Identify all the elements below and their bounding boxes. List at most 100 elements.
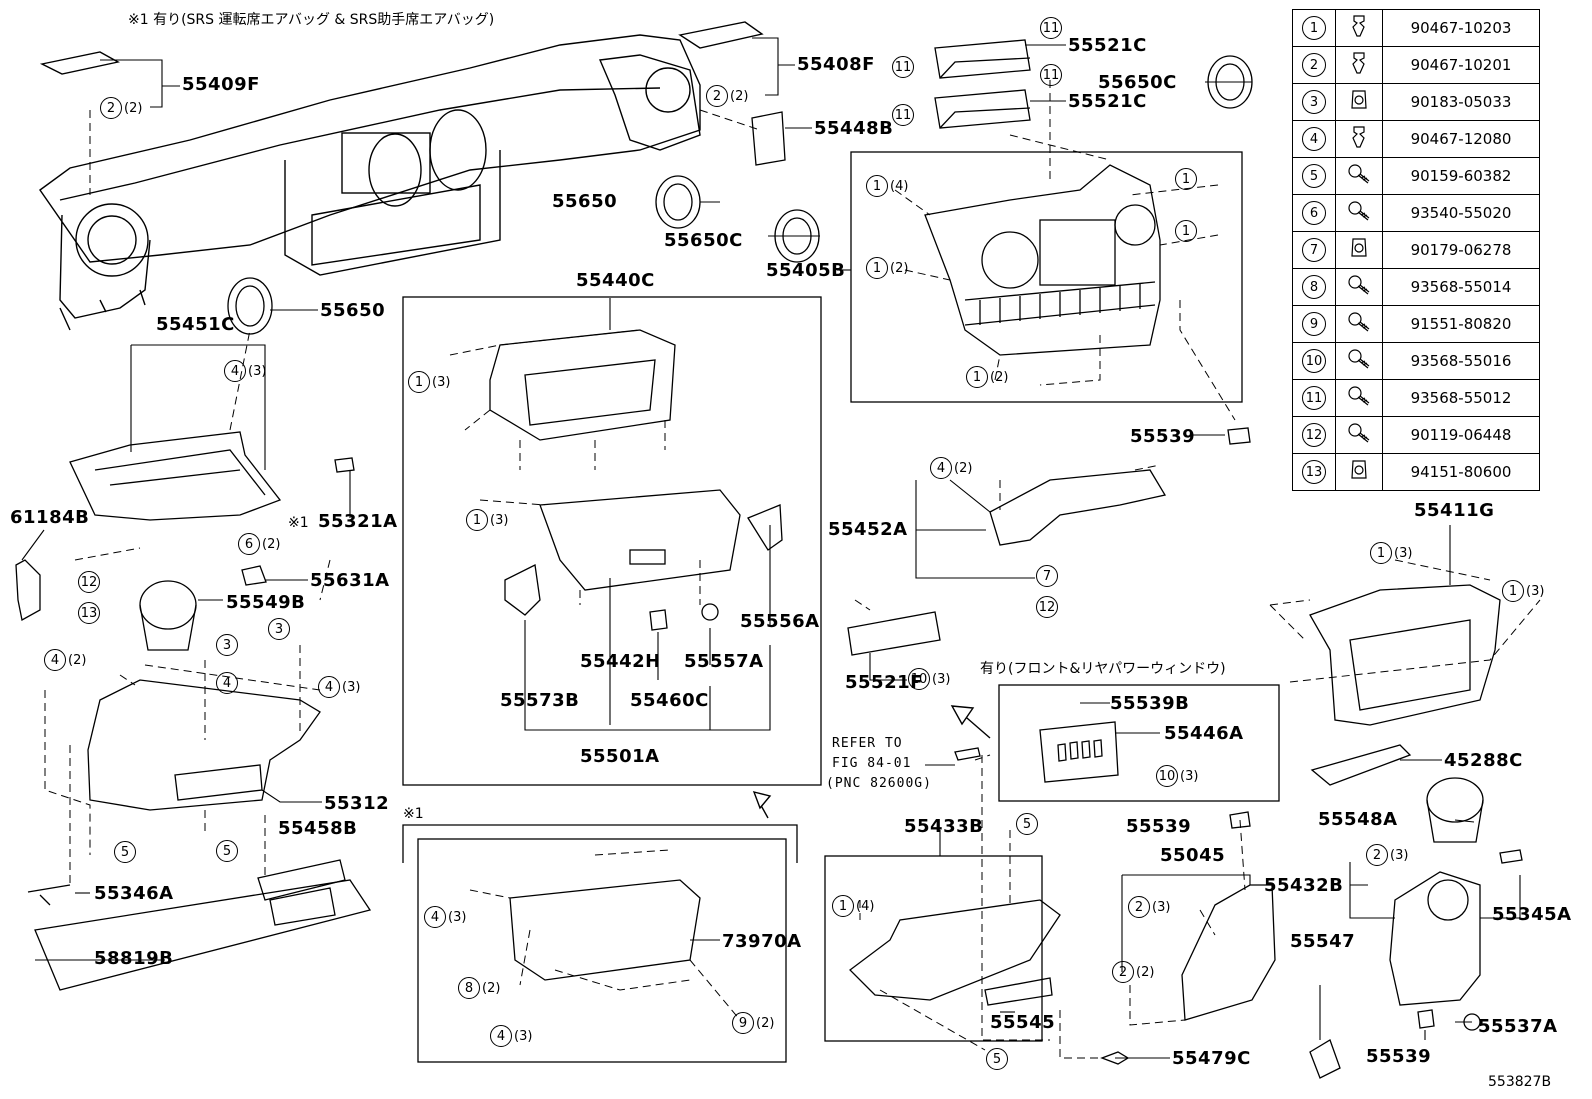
switch-55446A bbox=[1039, 721, 1119, 783]
label-55539-bottom: 55539 bbox=[1366, 1046, 1432, 1067]
legend-number: 5 bbox=[1302, 164, 1326, 188]
callout: 8(2) bbox=[458, 977, 500, 999]
callout: 5 bbox=[216, 840, 238, 862]
airbag-note: ※1 有り(SRS 運転席エアバッグ & SRS助手席エアバッグ) bbox=[128, 12, 495, 28]
nut-icon bbox=[1348, 460, 1370, 487]
label-55631A: 55631A bbox=[310, 570, 390, 591]
callout: 4(2) bbox=[930, 457, 972, 479]
legend-number: 7 bbox=[1302, 238, 1326, 262]
screw-icon bbox=[1346, 312, 1372, 338]
screw-icon bbox=[1346, 349, 1372, 375]
callout: 1(3) bbox=[466, 509, 508, 531]
bracket-55452A bbox=[989, 469, 1167, 546]
callout: 3 bbox=[216, 634, 238, 656]
legend-number: 11 bbox=[1302, 386, 1326, 410]
right-panel-55411G bbox=[1309, 584, 1501, 726]
callout: 3 bbox=[268, 618, 290, 640]
callout: 1(4) bbox=[866, 175, 908, 197]
callout: 2(2) bbox=[1112, 961, 1154, 983]
legend-part-number: 90179-06278 bbox=[1382, 231, 1540, 269]
glovebox-door bbox=[504, 489, 783, 631]
box-73970A bbox=[417, 838, 787, 1063]
diagram-id: 553827B bbox=[1488, 1074, 1552, 1090]
callout: 9(2) bbox=[732, 1012, 774, 1034]
callout: 2(2) bbox=[100, 97, 142, 119]
callout: 1(3) bbox=[1502, 580, 1544, 602]
label-55452A: 55452A bbox=[828, 519, 908, 540]
callout: 4(2) bbox=[44, 649, 86, 671]
legend-part-number: 93568-55014 bbox=[1382, 268, 1540, 306]
callout: 11 bbox=[892, 104, 914, 126]
legend-row: 5 90159-60382 bbox=[1292, 157, 1540, 195]
label-55460C: 55460C bbox=[630, 690, 709, 711]
box-55433B bbox=[824, 855, 1043, 1042]
lower-trim-55433B bbox=[849, 899, 1061, 1006]
label-55549B: 55549B bbox=[226, 592, 306, 613]
legend-part-number: 91551-80820 bbox=[1382, 305, 1540, 343]
legend-part-number: 90119-06448 bbox=[1382, 416, 1540, 454]
callout: 2(3) bbox=[1128, 896, 1170, 918]
label-73970A: 73970A bbox=[722, 931, 802, 952]
callout: 10(3) bbox=[1156, 765, 1198, 787]
legend-number: 9 bbox=[1302, 312, 1326, 336]
label-55573B: 55573B bbox=[500, 690, 580, 711]
lower-console-55451C bbox=[69, 431, 282, 521]
callout: 4(3) bbox=[318, 676, 360, 698]
legend-number: 13 bbox=[1302, 460, 1326, 484]
round-vents bbox=[139, 55, 1484, 843]
label-55448B: 55448B bbox=[814, 118, 894, 139]
label-45288C: 45288C bbox=[1444, 750, 1523, 771]
label-55539-middle: 55539 bbox=[1126, 816, 1192, 837]
screw-icon bbox=[1346, 386, 1372, 412]
legend-row: 13 94151-80600 bbox=[1292, 453, 1540, 491]
clip-icon bbox=[1348, 52, 1370, 80]
label-55650C-right: 55650C bbox=[1098, 72, 1177, 93]
label-55408F: 55408F bbox=[797, 54, 875, 75]
legend-part-number: 94151-80600 bbox=[1382, 453, 1540, 491]
legend-part-number: 93540-55020 bbox=[1382, 194, 1540, 232]
legend-number: 1 bbox=[1302, 16, 1326, 40]
screw-icon bbox=[1346, 201, 1372, 227]
label-55501A: 55501A bbox=[580, 746, 660, 767]
power-window-note: 有り(フロント&リヤパワーウィンドウ) bbox=[980, 661, 1226, 677]
callout: 10(3) bbox=[908, 668, 950, 690]
legend-part-number: 90467-10201 bbox=[1382, 46, 1540, 84]
callout: 2(2) bbox=[706, 85, 748, 107]
glovebox-upper bbox=[489, 329, 676, 441]
label-55045: 55045 bbox=[1160, 845, 1226, 866]
center-cluster bbox=[924, 164, 1161, 356]
callout: 2(3) bbox=[1366, 844, 1408, 866]
callout: 12 bbox=[78, 571, 100, 593]
callout: 11 bbox=[1040, 64, 1062, 86]
callout: 13 bbox=[78, 602, 100, 624]
screw-icon bbox=[1346, 423, 1372, 449]
label-55650-upper: 55650 bbox=[552, 191, 618, 212]
legend-part-number: 90159-60382 bbox=[1382, 157, 1540, 195]
box-power-window bbox=[998, 684, 1280, 802]
callout: 11 bbox=[892, 56, 914, 78]
label-55433B: 55433B bbox=[904, 816, 984, 837]
label-55440C: 55440C bbox=[576, 270, 655, 291]
screw-icon bbox=[1346, 275, 1372, 301]
legend-number: 8 bbox=[1302, 275, 1326, 299]
label-55446A: 55446A bbox=[1164, 723, 1244, 744]
label-55409F: 55409F bbox=[182, 74, 260, 95]
label-55539-upper: 55539 bbox=[1130, 426, 1196, 447]
trim-45288C bbox=[1310, 744, 1412, 786]
refer-line-1: REFER TO bbox=[832, 736, 903, 751]
callout: 1(3) bbox=[1370, 542, 1412, 564]
callout: 4 bbox=[216, 672, 238, 694]
airbag-glovebox bbox=[509, 879, 701, 981]
label-55458B: 55458B bbox=[278, 818, 358, 839]
callout: 7 bbox=[1036, 565, 1058, 587]
label-55411G: 55411G bbox=[1414, 500, 1495, 521]
dashed-guides bbox=[44, 80, 1541, 1059]
screw-icon bbox=[1346, 164, 1372, 190]
label-55539B: 55539B bbox=[1110, 693, 1190, 714]
